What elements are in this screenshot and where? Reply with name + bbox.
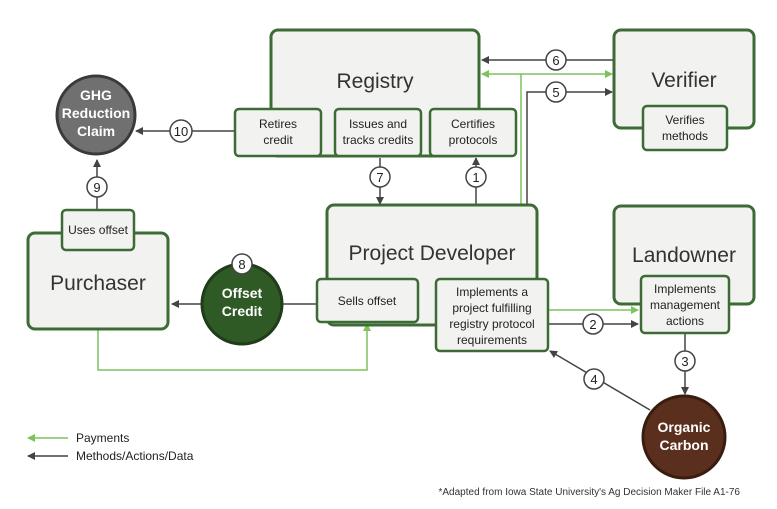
svg-text:Credit: Credit bbox=[222, 303, 263, 319]
tab-implements-project: Implements a project fulfilling registry… bbox=[434, 277, 550, 353]
step-badge-3: 3 bbox=[674, 350, 696, 372]
svg-text:10: 10 bbox=[174, 124, 188, 139]
svg-text:Implements a: Implements a bbox=[456, 285, 528, 299]
step-badge-5: 5 bbox=[545, 81, 567, 103]
svg-text:2: 2 bbox=[589, 317, 596, 332]
offset-credit-circle: Offset Credit bbox=[200, 262, 284, 346]
purchaser-title: Purchaser bbox=[50, 272, 146, 295]
step-badge-4: 4 bbox=[583, 368, 605, 390]
step-badge-8: 8 bbox=[231, 253, 253, 275]
svg-text:GHG: GHG bbox=[80, 87, 112, 103]
step-badges: 1 2 3 4 5 6 7 8 bbox=[86, 49, 696, 390]
step-badge-10: 10 bbox=[169, 119, 193, 143]
svg-text:7: 7 bbox=[376, 170, 383, 185]
organic-carbon-circle: Organic Carbon bbox=[641, 394, 727, 480]
legend-payments-label: Payments bbox=[76, 431, 129, 445]
step-badge-6: 6 bbox=[545, 49, 567, 71]
svg-text:5: 5 bbox=[552, 85, 559, 100]
tab-verifies-methods: Verifies methods bbox=[641, 104, 729, 152]
footnote: *Adapted from Iowa State University's Ag… bbox=[439, 487, 741, 498]
svg-text:1: 1 bbox=[472, 170, 479, 185]
svg-text:Implements: Implements bbox=[654, 282, 716, 296]
svg-text:Carbon: Carbon bbox=[660, 437, 709, 453]
step-badge-1: 1 bbox=[465, 166, 487, 188]
step-badge-7: 7 bbox=[369, 166, 391, 188]
svg-text:3: 3 bbox=[681, 354, 688, 369]
svg-text:Reduction: Reduction bbox=[62, 105, 130, 121]
project-developer-title: Project Developer bbox=[349, 242, 516, 265]
registry-box: Registry bbox=[269, 28, 481, 158]
tab-issues-tracks: Issues and tracks credits bbox=[333, 107, 423, 158]
svg-text:actions: actions bbox=[666, 314, 704, 328]
tab-retires-credit: Retires credit bbox=[233, 107, 323, 158]
step-badge-9: 9 bbox=[86, 176, 108, 198]
registry-title: Registry bbox=[336, 70, 414, 93]
purchaser-box: Purchaser bbox=[26, 231, 170, 331]
svg-text:Sells offset: Sells offset bbox=[338, 294, 397, 308]
tab-uses-offset: Uses offset bbox=[60, 208, 136, 252]
svg-text:Claim: Claim bbox=[77, 123, 115, 139]
landowner-title: Landowner bbox=[632, 244, 736, 267]
svg-text:methods: methods bbox=[662, 129, 708, 143]
svg-text:tracks credits: tracks credits bbox=[343, 133, 414, 147]
svg-text:protocols: protocols bbox=[449, 133, 498, 147]
svg-text:requirements: requirements bbox=[457, 333, 527, 347]
svg-text:9: 9 bbox=[93, 180, 100, 195]
arrow-5 bbox=[526, 88, 613, 204]
tab-certifies-protocols: Certifies protocols bbox=[428, 107, 518, 158]
svg-text:credit: credit bbox=[263, 133, 293, 147]
payment-arrow-sells bbox=[97, 323, 371, 371]
step-badge-2: 2 bbox=[582, 313, 604, 335]
svg-text:Offset: Offset bbox=[222, 285, 263, 301]
svg-text:Issues and: Issues and bbox=[349, 117, 407, 131]
verifier-title: Verifier bbox=[651, 69, 716, 92]
tab-sells-offset: Sells offset bbox=[315, 277, 420, 324]
svg-text:6: 6 bbox=[552, 53, 559, 68]
svg-text:Organic: Organic bbox=[658, 419, 711, 435]
ghg-claim-circle: GHG Reduction Claim bbox=[55, 74, 137, 156]
svg-text:project fulfilling: project fulfilling bbox=[452, 301, 531, 315]
svg-text:registry protocol: registry protocol bbox=[449, 317, 534, 331]
svg-text:4: 4 bbox=[590, 372, 597, 387]
legend: Payments Methods/Actions/Data bbox=[27, 431, 194, 463]
tab-implements-mgmt: Implements management actions bbox=[639, 274, 731, 335]
svg-text:Uses offset: Uses offset bbox=[68, 223, 128, 237]
svg-text:Retires: Retires bbox=[259, 117, 297, 131]
svg-text:Verifies: Verifies bbox=[665, 113, 704, 127]
svg-text:8: 8 bbox=[238, 257, 245, 272]
legend-methods-label: Methods/Actions/Data bbox=[76, 449, 194, 463]
svg-text:management: management bbox=[650, 298, 721, 312]
svg-text:Certifies: Certifies bbox=[451, 117, 495, 131]
